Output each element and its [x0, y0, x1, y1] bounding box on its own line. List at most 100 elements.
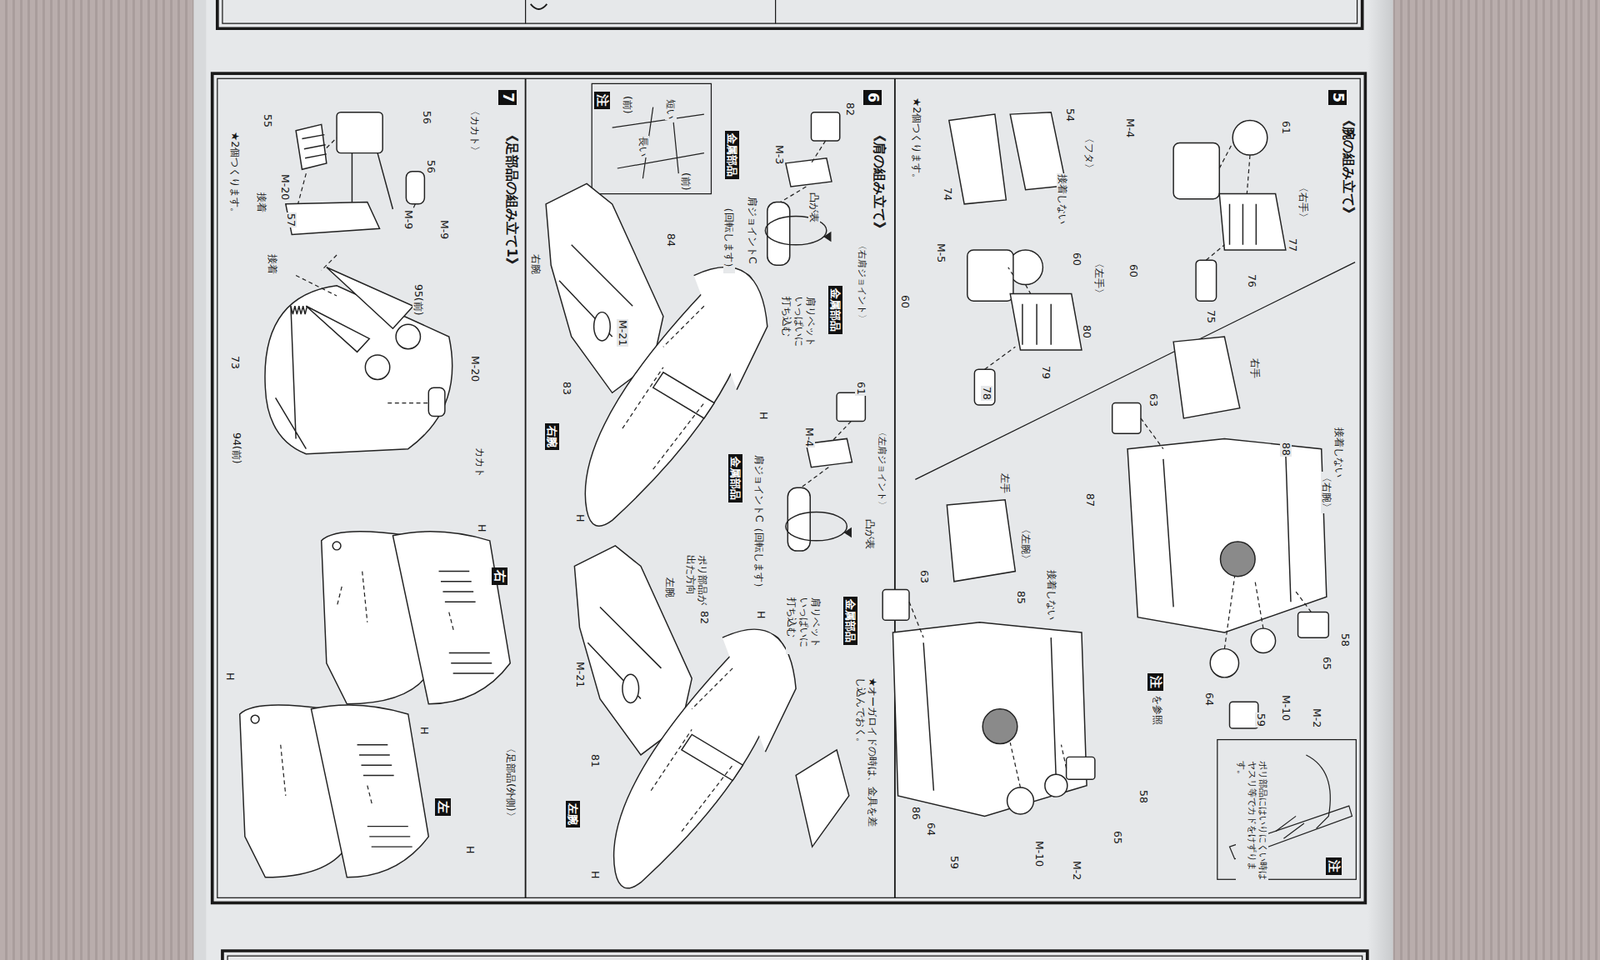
note-tag: 注	[1147, 673, 1164, 691]
tag-text: 注	[1327, 860, 1342, 873]
step-number: 6	[863, 90, 882, 105]
callout-number: H	[574, 513, 586, 523]
callout-number: 59	[1254, 712, 1266, 728]
callout-number: M-21	[574, 660, 586, 689]
part-tag: 左	[435, 798, 451, 816]
callout-number: 76	[1245, 273, 1257, 289]
callout-number: H	[463, 845, 475, 855]
note-text: 肩リベット いっぱいに 打ち込む	[780, 295, 817, 354]
step5-parts	[882, 112, 1329, 817]
note-text: 94(前)	[230, 431, 243, 465]
note-tag: 注	[594, 91, 610, 110]
section-label: 〈右肩ジョイント〉	[856, 240, 868, 325]
tag-text: 7	[500, 92, 517, 103]
callout-number: 60	[1070, 251, 1083, 267]
step7-leaders	[280, 137, 455, 806]
callout-number: H	[754, 610, 766, 620]
callout-number: H	[757, 410, 770, 420]
step-number: 5	[1329, 90, 1348, 105]
section-label: 〈フタ〉	[1083, 132, 1095, 175]
callout-number: 86	[909, 805, 921, 821]
part-tag: 左腕	[565, 800, 580, 828]
step6-joints	[765, 112, 865, 847]
note-text: ★オーガロイドの時は、金具を差し込んでおく。	[855, 676, 880, 832]
tag-text: 6	[865, 92, 882, 103]
section-label: 〈右腕〉	[1320, 471, 1333, 514]
note-text: 接着	[255, 191, 267, 214]
step5-leaders	[909, 142, 1311, 788]
note-text: 肩ジョイントC（回転します）	[753, 454, 765, 594]
note-text: ★2個つくります。	[910, 96, 923, 185]
callout-number: 56	[425, 159, 437, 175]
callout-number: M-10	[1033, 840, 1045, 868]
callout-number: 60	[1126, 263, 1139, 279]
callout-number: 87	[1084, 492, 1096, 508]
callout-number: M-20	[468, 355, 480, 383]
section-label: 〈左手〉	[1093, 257, 1105, 300]
callout-number: M-5	[935, 242, 947, 264]
page-frames	[212, 0, 1368, 960]
callout-number: 65	[1320, 655, 1333, 671]
step-heading: 《足部品の組み立て1》	[503, 127, 519, 272]
callout-number: 64	[925, 821, 937, 837]
part-tag: 金属部品	[842, 596, 857, 645]
note-text: を参照	[1151, 694, 1164, 726]
section-label: 〈足部品(外側)〉	[504, 742, 516, 823]
callout-number: H	[475, 523, 488, 533]
part-tag: 右	[491, 567, 508, 585]
callout-number: 74	[940, 186, 953, 202]
callout-number: 60	[899, 294, 911, 310]
step-number: 7	[498, 90, 517, 105]
callout-number: 59	[948, 855, 960, 870]
callout-number: M-2	[1070, 860, 1083, 881]
note-text: 長い	[636, 135, 649, 158]
callout-number: 83	[560, 380, 573, 396]
callout-number: 58	[1339, 632, 1351, 648]
part-tag: 金属部品	[724, 130, 739, 180]
callout-number: 58	[1136, 789, 1149, 805]
note-text: 接着しない	[1045, 569, 1057, 621]
paper	[194, 0, 1394, 960]
part-tag: 金属部品	[828, 285, 843, 335]
note-text: ポリ部品にはいりにくい時はヤスリ等でカドをけずります。	[1235, 760, 1269, 890]
callout-number: H	[589, 870, 601, 880]
tag-text: 金属部品	[829, 288, 842, 332]
callout-number: H	[224, 671, 236, 681]
callout-number: 65	[1111, 830, 1124, 845]
callout-number: 63	[917, 569, 930, 585]
callout-number: M-3	[772, 144, 785, 165]
part-tag: 金属部品	[728, 454, 743, 503]
callout-number: M-9	[438, 219, 450, 240]
callout-number: M-2	[1310, 707, 1323, 729]
note-text: ★2個つくります。	[229, 130, 241, 219]
callout-number: 73	[229, 355, 241, 370]
callout-number: 79	[1040, 365, 1052, 380]
note-text: ポリ部品が 出た方向	[684, 554, 709, 617]
callout-number: 81	[589, 753, 601, 769]
callout-number: 78	[980, 385, 993, 401]
callout-number: 61	[854, 380, 866, 396]
callout-number: 77	[1285, 237, 1298, 253]
callout-number: 61	[1280, 120, 1292, 135]
note-text: 右手	[1249, 357, 1261, 380]
note-text: (前)	[680, 171, 692, 192]
note-text: 短い	[664, 98, 676, 120]
note-tag: 注	[1325, 857, 1342, 875]
part-tag: 右腕	[545, 423, 560, 450]
callout-number: 88	[1280, 441, 1292, 457]
callout-number: 75	[1204, 309, 1216, 325]
note-text: 左手	[999, 472, 1011, 495]
callout-number: 80	[1080, 324, 1093, 340]
callout-number: 82	[698, 610, 710, 625]
callout-number: 54	[1063, 107, 1075, 123]
step6-leaders	[622, 140, 851, 832]
tag-text: 5	[1330, 92, 1347, 103]
callout-number: M-4	[803, 426, 815, 448]
note-text: 凸が表	[808, 191, 820, 224]
tag-text: 左腕	[566, 803, 580, 825]
note-text: 右腕	[530, 253, 542, 275]
step-heading: 《肩の組み立て》	[870, 127, 886, 236]
note-text: 肩ジョイントC	[745, 195, 758, 265]
note-text: 肩リベット いっぱいに 打ち込む	[785, 596, 822, 655]
